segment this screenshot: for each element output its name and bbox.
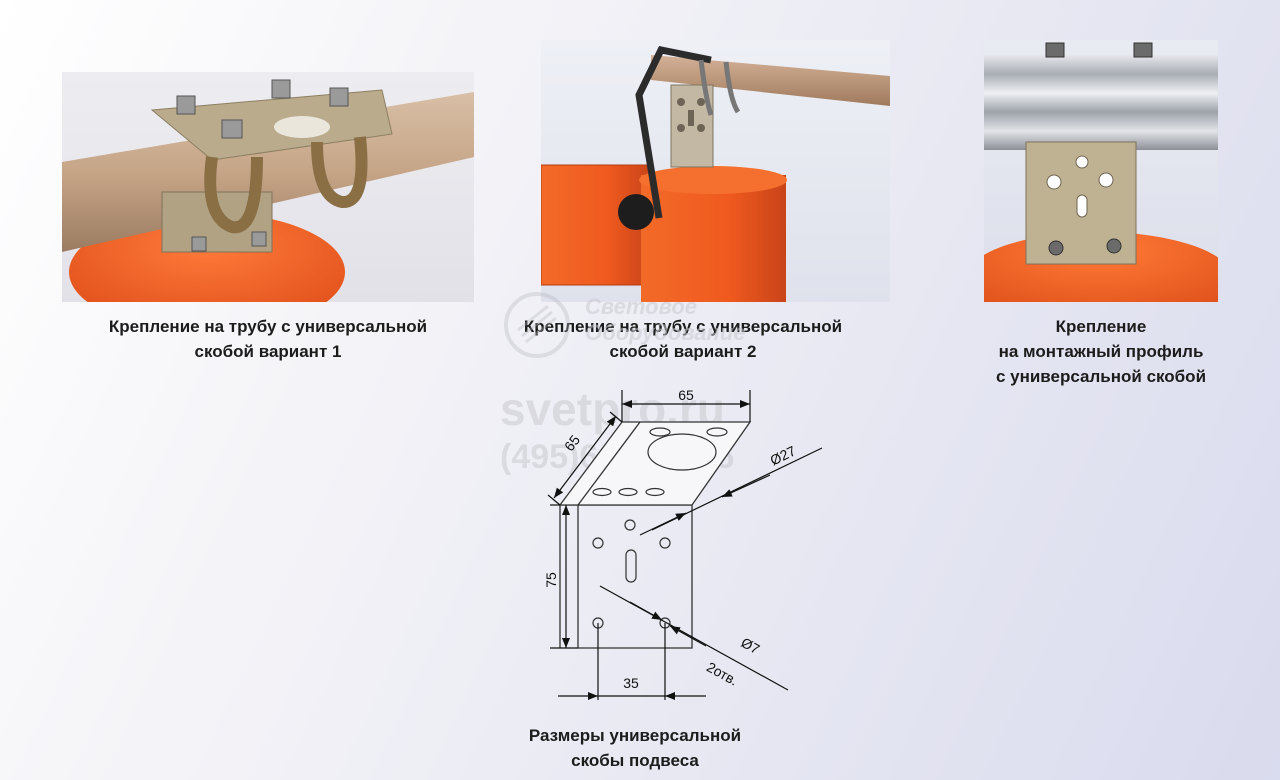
photo-pipe-mount-variant-2 [541, 40, 890, 302]
caption-profile-mount: Крепление на монтажный профиль с универс… [960, 314, 1242, 389]
caption-line: на монтажный профиль [998, 342, 1204, 361]
bracket-holes [592, 427, 728, 629]
caption-variant-2: Крепление на трубу с универсальной скобо… [493, 314, 873, 364]
hole-count-label: 2отв. [704, 659, 741, 689]
caption-line: Крепление на трубу с универсальной [108, 317, 428, 336]
dim-large-hole-label: Ø27 [767, 442, 798, 468]
caption-dimensions: Размеры универсальной скобы подвеса [490, 723, 780, 773]
dim-spacing-label: 35 [623, 675, 639, 691]
photo-profile-mount [984, 40, 1218, 302]
watermark-brand-line1: Световое [585, 294, 697, 319]
caption-line: скобой вариант 2 [609, 342, 757, 361]
caption-line: с универсальной скобой [995, 367, 1207, 386]
photo-pipe-mount-variant-1 [62, 72, 474, 302]
dim-small-hole-label: Ø7 [738, 634, 762, 657]
dim-height-label: 75 [543, 572, 559, 588]
caption-line: Крепление [1055, 317, 1147, 336]
caption-line: скобой вариант 1 [194, 342, 342, 361]
watermark-logo-icon [504, 292, 570, 358]
watermark-brand-line2: Оборудование [585, 320, 746, 345]
bracket-dimension-drawing: 65 65 Ø27 75 35 Ø7 2отв. [543, 387, 823, 700]
dim-top-label: 65 [678, 387, 694, 403]
dim-side-label: 65 [561, 432, 583, 454]
dimension-lines [547, 390, 823, 700]
caption-variant-1: Крепление на трубу с универсальной скобо… [62, 314, 474, 364]
bracket-outline [558, 421, 752, 649]
caption-line: Крепление на трубу с универсальной [523, 317, 843, 336]
caption-line: Размеры универсальной [528, 726, 742, 745]
caption-line: скобы подвеса [571, 751, 699, 770]
